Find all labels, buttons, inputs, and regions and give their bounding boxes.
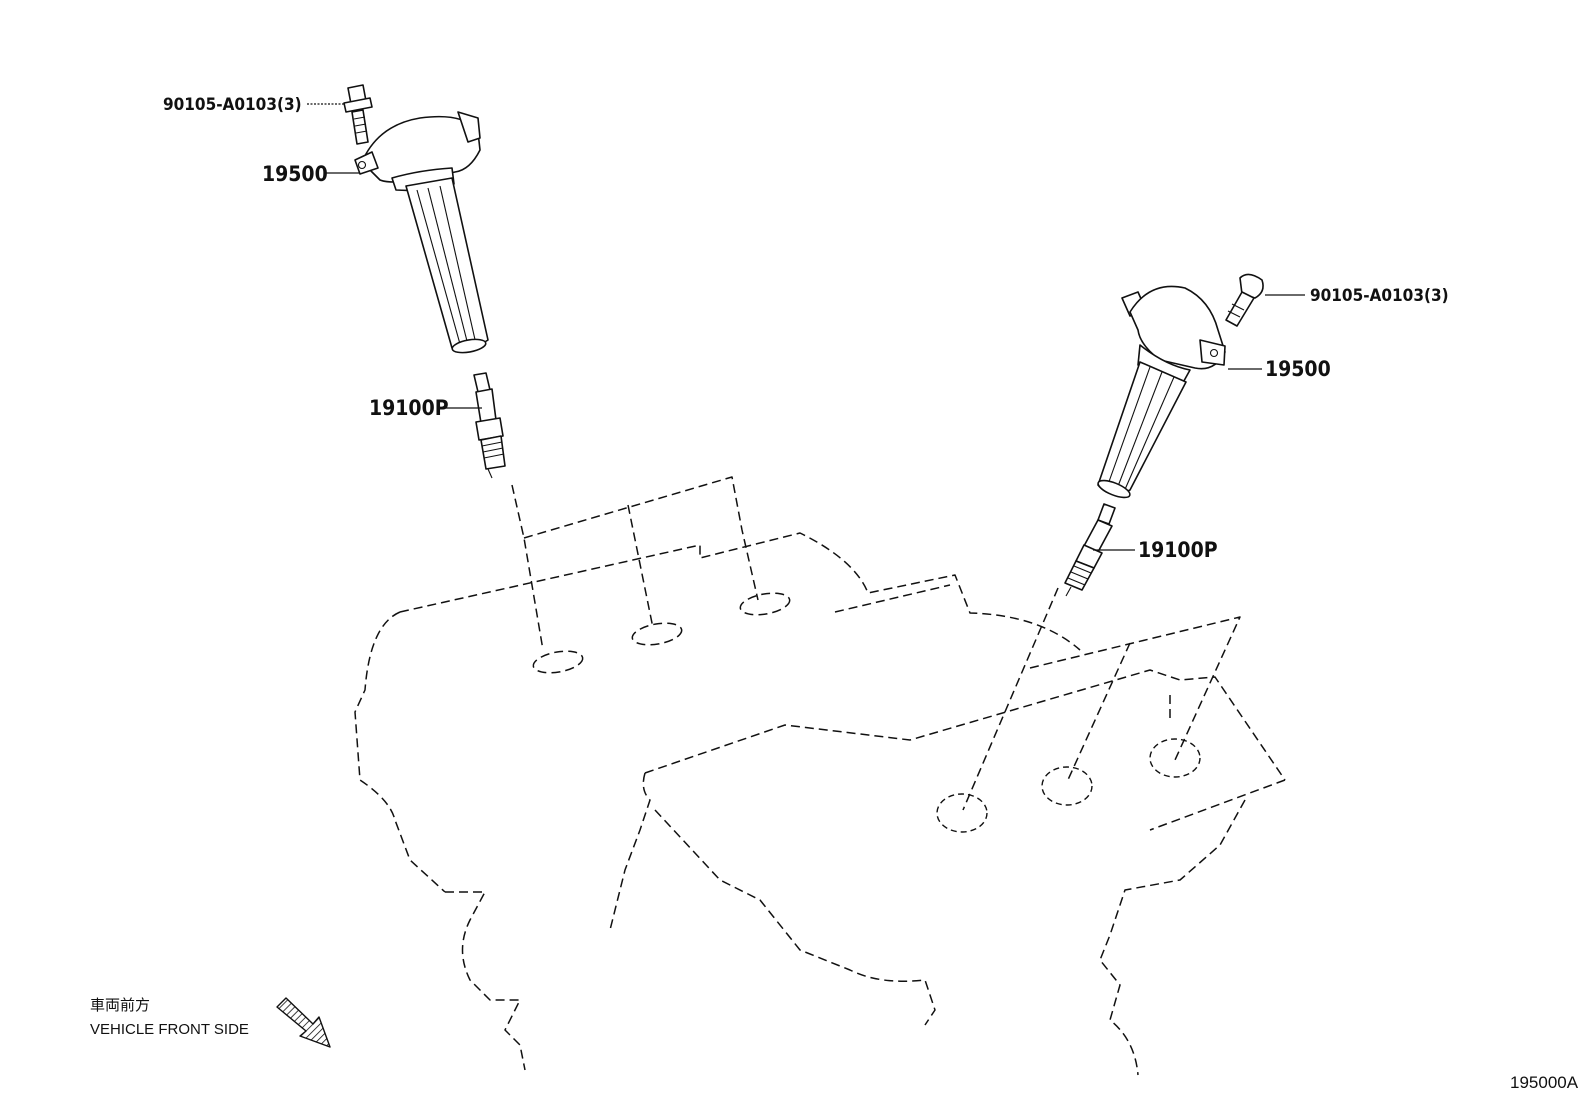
alignment-lines [511,476,1241,811]
ignition-coil-right-icon [1097,285,1226,499]
coil-left-part-number: 19500 [262,162,328,186]
bolt-right-part-number: 90105-A0103(3) [1310,286,1449,306]
bolt-right-icon [1225,273,1264,327]
figure-code: 195000A [1510,1073,1579,1092]
bolt-left-icon [343,84,373,145]
vehicle-front-note: 車両前方 VEHICLE FRONT SIDE [90,997,331,1048]
coil-right-part-number: 19500 [1265,357,1331,381]
plug-right-part-number: 19100P [1138,538,1218,562]
bolt-left-part-number: 90105-A0103(3) [163,95,302,115]
plug-left-part-number: 19100P [369,396,449,420]
engine-outline [354,532,1286,1076]
front-direction-arrow-icon [276,997,331,1048]
spark-plug-right-icon [1064,503,1116,597]
vehicle-front-english: VEHICLE FRONT SIDE [90,1021,249,1038]
spark-plug-left-icon [473,372,506,479]
ignition-coil-left-icon [354,111,489,354]
vehicle-front-japanese: 車両前方 [90,997,150,1014]
callout-leaders [307,103,1305,551]
